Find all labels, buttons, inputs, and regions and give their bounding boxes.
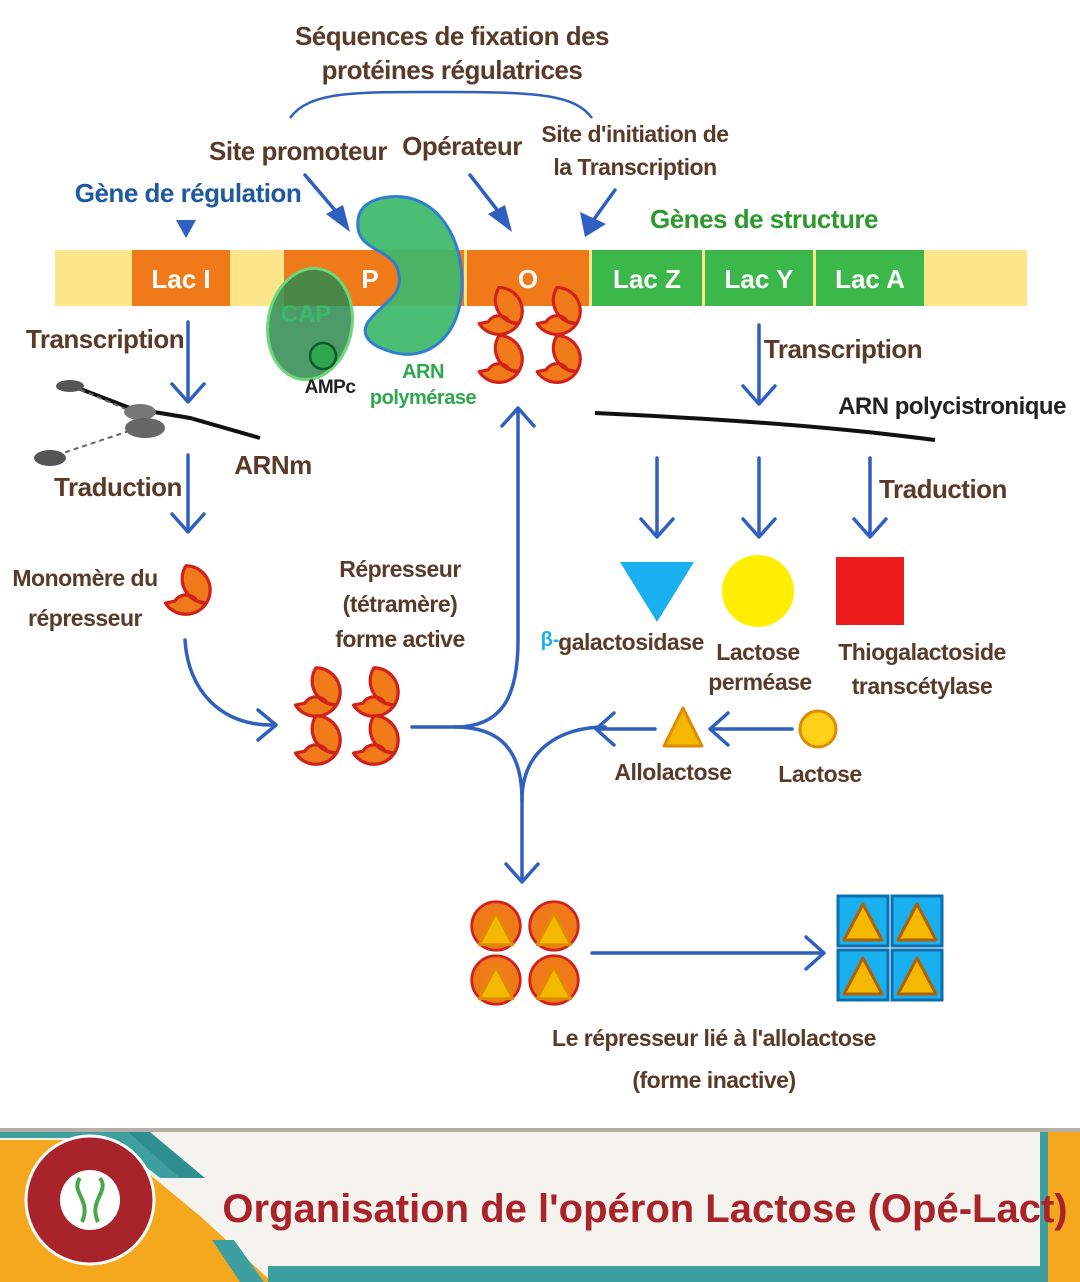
galactosidase-label: galactosidase [558,629,704,655]
arn-polymerase-label: ARN polymérase [370,361,477,409]
monomer-to-tetramer-arrowhead [256,708,278,742]
inactive-to-complex-arrowhead [804,935,826,971]
gene-lac-y-label: Lac Y [725,264,794,294]
operateur-arrowhead [488,205,512,232]
repressor-tetramer-active [293,666,400,766]
initiation-arrowhead [580,212,606,237]
allolactose-label: Allolactose [614,759,731,785]
rna-polymerase-shape [356,195,464,356]
lactose-permease-label: Lactose perméase [708,639,812,695]
svg-text:Monomère du: Monomère du [12,565,157,591]
arn-polycistronique-label: ARN polycistronique [838,393,1066,420]
traduction-left-label: Traduction [54,472,182,502]
traduction-arrowhead-a [852,517,888,539]
beta-galactosidase-shape [620,562,694,622]
svg-text:Répresseur: Répresseur [339,556,461,582]
allolactose-arrowhead [594,711,616,747]
lactose-to-allolactose-arrowhead [708,711,730,747]
transcription-left-arrowhead [170,382,206,404]
banner-title: Organisation de l'opéron Lactose (Opé-La… [222,1187,1067,1231]
svg-text:transcétylase: transcétylase [852,673,993,699]
gene-lac-y [705,250,813,306]
gene-lac-i [132,250,230,306]
gene-p-label: P [361,264,378,294]
gene-lac-z-label: Lac Z [613,264,681,294]
svg-text:Thiogalactoside: Thiogalactoside [838,639,1006,665]
inducer-complex [836,894,944,1002]
operateur-label: Opérateur [402,131,522,161]
monomer-to-tetramer-arrow [183,638,274,727]
cap-label: CAP [281,301,332,328]
lactose-permease-shape [722,555,794,627]
traduction-right-label: Traduction [879,474,1007,504]
transcription-left-label: Transcription [26,324,184,354]
svg-text:forme active: forme active [335,626,465,652]
allolactose-merge-arrow [520,725,607,802]
traduction-arrowhead-y [741,517,777,539]
svg-text:la Transcription: la Transcription [553,154,716,180]
svg-text:(tétramère): (tétramère) [343,591,458,617]
repressor-inactive-label: Le répresseur lié à l'allolactose (forme… [552,1025,876,1093]
thiogalactoside-shape [836,557,904,625]
monomere-label: Monomère du répresseur [12,565,158,631]
svg-text:Le répresseur lié à l'allolact: Le répresseur lié à l'allolactose [552,1025,876,1051]
gene-lac-i-label: Lac I [151,264,210,294]
ribosome-illustration [34,380,261,466]
svg-text:ARN: ARN [402,361,444,383]
repressor-active-label: Répresseur (tétramère) forme active [335,556,465,652]
polycistronic-rna-strand [594,411,936,442]
site-promoteur-label: Site promoteur [209,136,387,166]
traduction-left-arrowhead [170,512,206,534]
regulation-arrowhead [176,220,196,238]
svg-text:Site d'initiation de: Site d'initiation de [541,121,728,147]
transcription-right-arrowhead [741,384,777,406]
binding-sequences-brace [288,90,594,119]
gene-lac-a [816,250,924,306]
gene-regulation-label: Gène de régulation [75,178,302,208]
promoteur-arrowhead [326,205,350,232]
arnm-label: ARNm [234,450,311,480]
svg-text:polymérase: polymérase [370,387,477,409]
ampc-molecule [308,341,338,371]
biologie-simplifiee-logo [24,1134,156,1266]
svg-text:Séquences de fixation des: Séquences de fixation des [295,21,609,51]
to-inactive-arrowhead [504,862,540,884]
repressor-monomer [163,564,212,616]
binding-sequences-label: Séquences de fixation des protéines régu… [295,21,610,85]
beta-prefix-label: β- [541,629,560,651]
to-operator-arrowhead [500,406,536,428]
svg-text:protéines régulatrices: protéines régulatrices [322,55,583,85]
svg-text:Lactose: Lactose [716,639,799,665]
lactose-label: Lactose [778,761,861,787]
svg-text:répresseur: répresseur [28,605,142,631]
transcription-right-label: Transcription [764,334,922,364]
repressor-inactive [470,900,580,1006]
initiation-arrow [590,188,617,224]
site-initiation-label: Site d'initiation de la Transcription [541,121,729,180]
svg-text:(forme inactive): (forme inactive) [632,1067,795,1093]
lactose-molecule [798,709,838,749]
gene-lac-z [592,250,702,306]
gene-lac-a-label: Lac A [835,264,905,294]
dna-strip: Lac I P O Lac Z Lac Y Lac A [55,250,1027,306]
ampc-label: AMPc [305,377,357,398]
allolactose-molecule [662,706,704,748]
gene-o-label: O [518,264,538,294]
to-inactive-arrow [453,725,524,882]
svg-text:perméase: perméase [708,669,811,695]
traduction-arrowhead-z [639,517,675,539]
thiogalactoside-label: Thiogalactoside transcétylase [838,639,1006,699]
genes-structure-label: Gènes de structure [650,204,878,234]
